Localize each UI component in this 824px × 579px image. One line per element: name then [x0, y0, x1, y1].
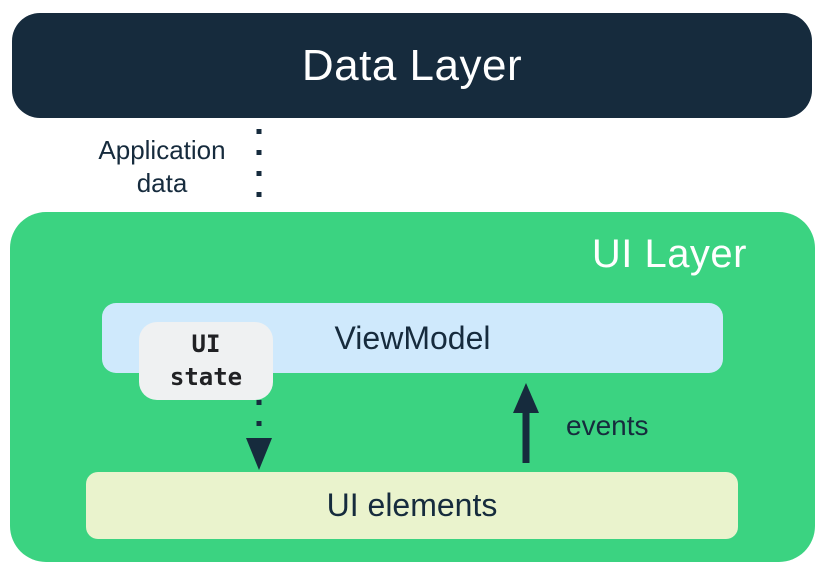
arrowhead-down-icon [246, 438, 272, 470]
viewmodel-label: ViewModel [334, 319, 491, 356]
ui-state-label: UI state [169, 330, 243, 391]
events-label: events [566, 410, 649, 441]
arrowhead-up-icon [513, 383, 539, 413]
data-layer-box: Data Layer [12, 13, 812, 118]
ui-layer-label: UI Layer [591, 232, 747, 276]
ui-elements-box: UI elements [86, 472, 738, 539]
events-arrow [513, 383, 539, 463]
data-layer-label: Data Layer [301, 40, 523, 90]
ui-state-chip: UI state [139, 322, 273, 400]
application-data-label: Application data [98, 135, 226, 198]
ui-layer-box: UI Layer ViewModel UI state UI elements [10, 212, 815, 562]
ui-elements-label: UI elements [326, 487, 498, 523]
ui-state-arrow [246, 400, 272, 470]
